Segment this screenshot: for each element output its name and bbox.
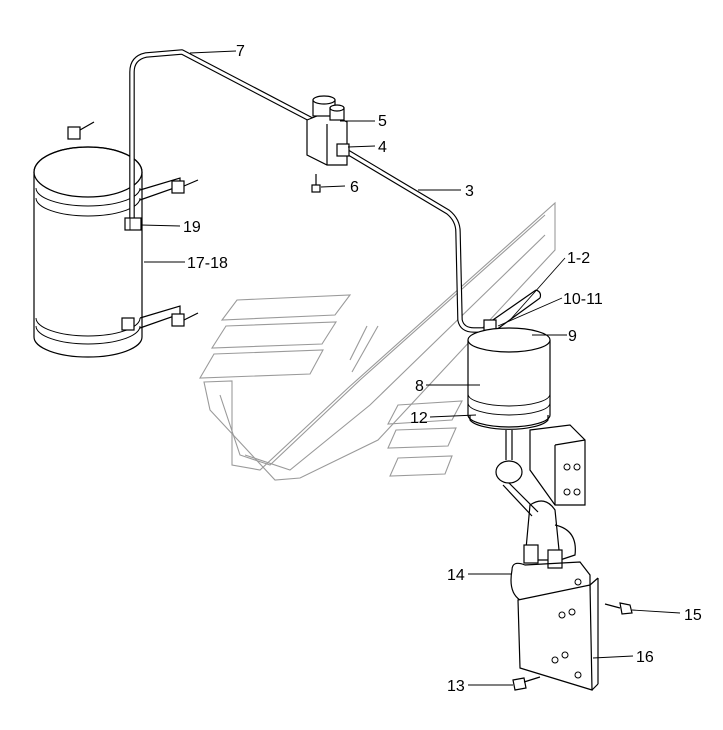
cylinder-8 — [467, 340, 551, 430]
label-19: 19 — [183, 219, 201, 236]
pipe-7 — [129, 49, 315, 223]
clevis-assembly — [523, 500, 576, 569]
fitting-4 — [336, 143, 350, 157]
fitting-19 — [124, 217, 142, 231]
air-tank — [33, 146, 143, 358]
label-12: 12 — [410, 410, 428, 427]
label-4: 4 — [378, 139, 387, 156]
label-1-2: 1-2 — [567, 250, 590, 267]
pipe-3 — [341, 147, 489, 333]
bolt-6 — [311, 174, 321, 193]
label-5: 5 — [378, 113, 387, 130]
label-7: 7 — [236, 43, 245, 60]
label-10-11: 10-11 — [563, 291, 603, 308]
label-13: 13 — [447, 678, 465, 695]
label-17-18: 17-18 — [187, 255, 228, 272]
leader-lines — [140, 50, 681, 686]
label-3: 3 — [465, 183, 474, 200]
tank-straps — [67, 121, 199, 331]
cap-9 — [467, 327, 551, 353]
rod-12 — [495, 430, 539, 517]
bracket-14 — [510, 561, 591, 601]
label-15: 15 — [684, 607, 702, 624]
label-9: 9 — [568, 328, 577, 345]
bolt-13 — [512, 676, 541, 691]
label-8: 8 — [415, 378, 424, 395]
upper-bracket — [529, 424, 586, 506]
plate-16 — [517, 577, 599, 691]
label-6: 6 — [350, 179, 359, 196]
hose-1-2 — [489, 289, 542, 331]
label-16: 16 — [636, 649, 654, 666]
bolt-15 — [604, 602, 633, 615]
label-14: 14 — [447, 567, 465, 584]
